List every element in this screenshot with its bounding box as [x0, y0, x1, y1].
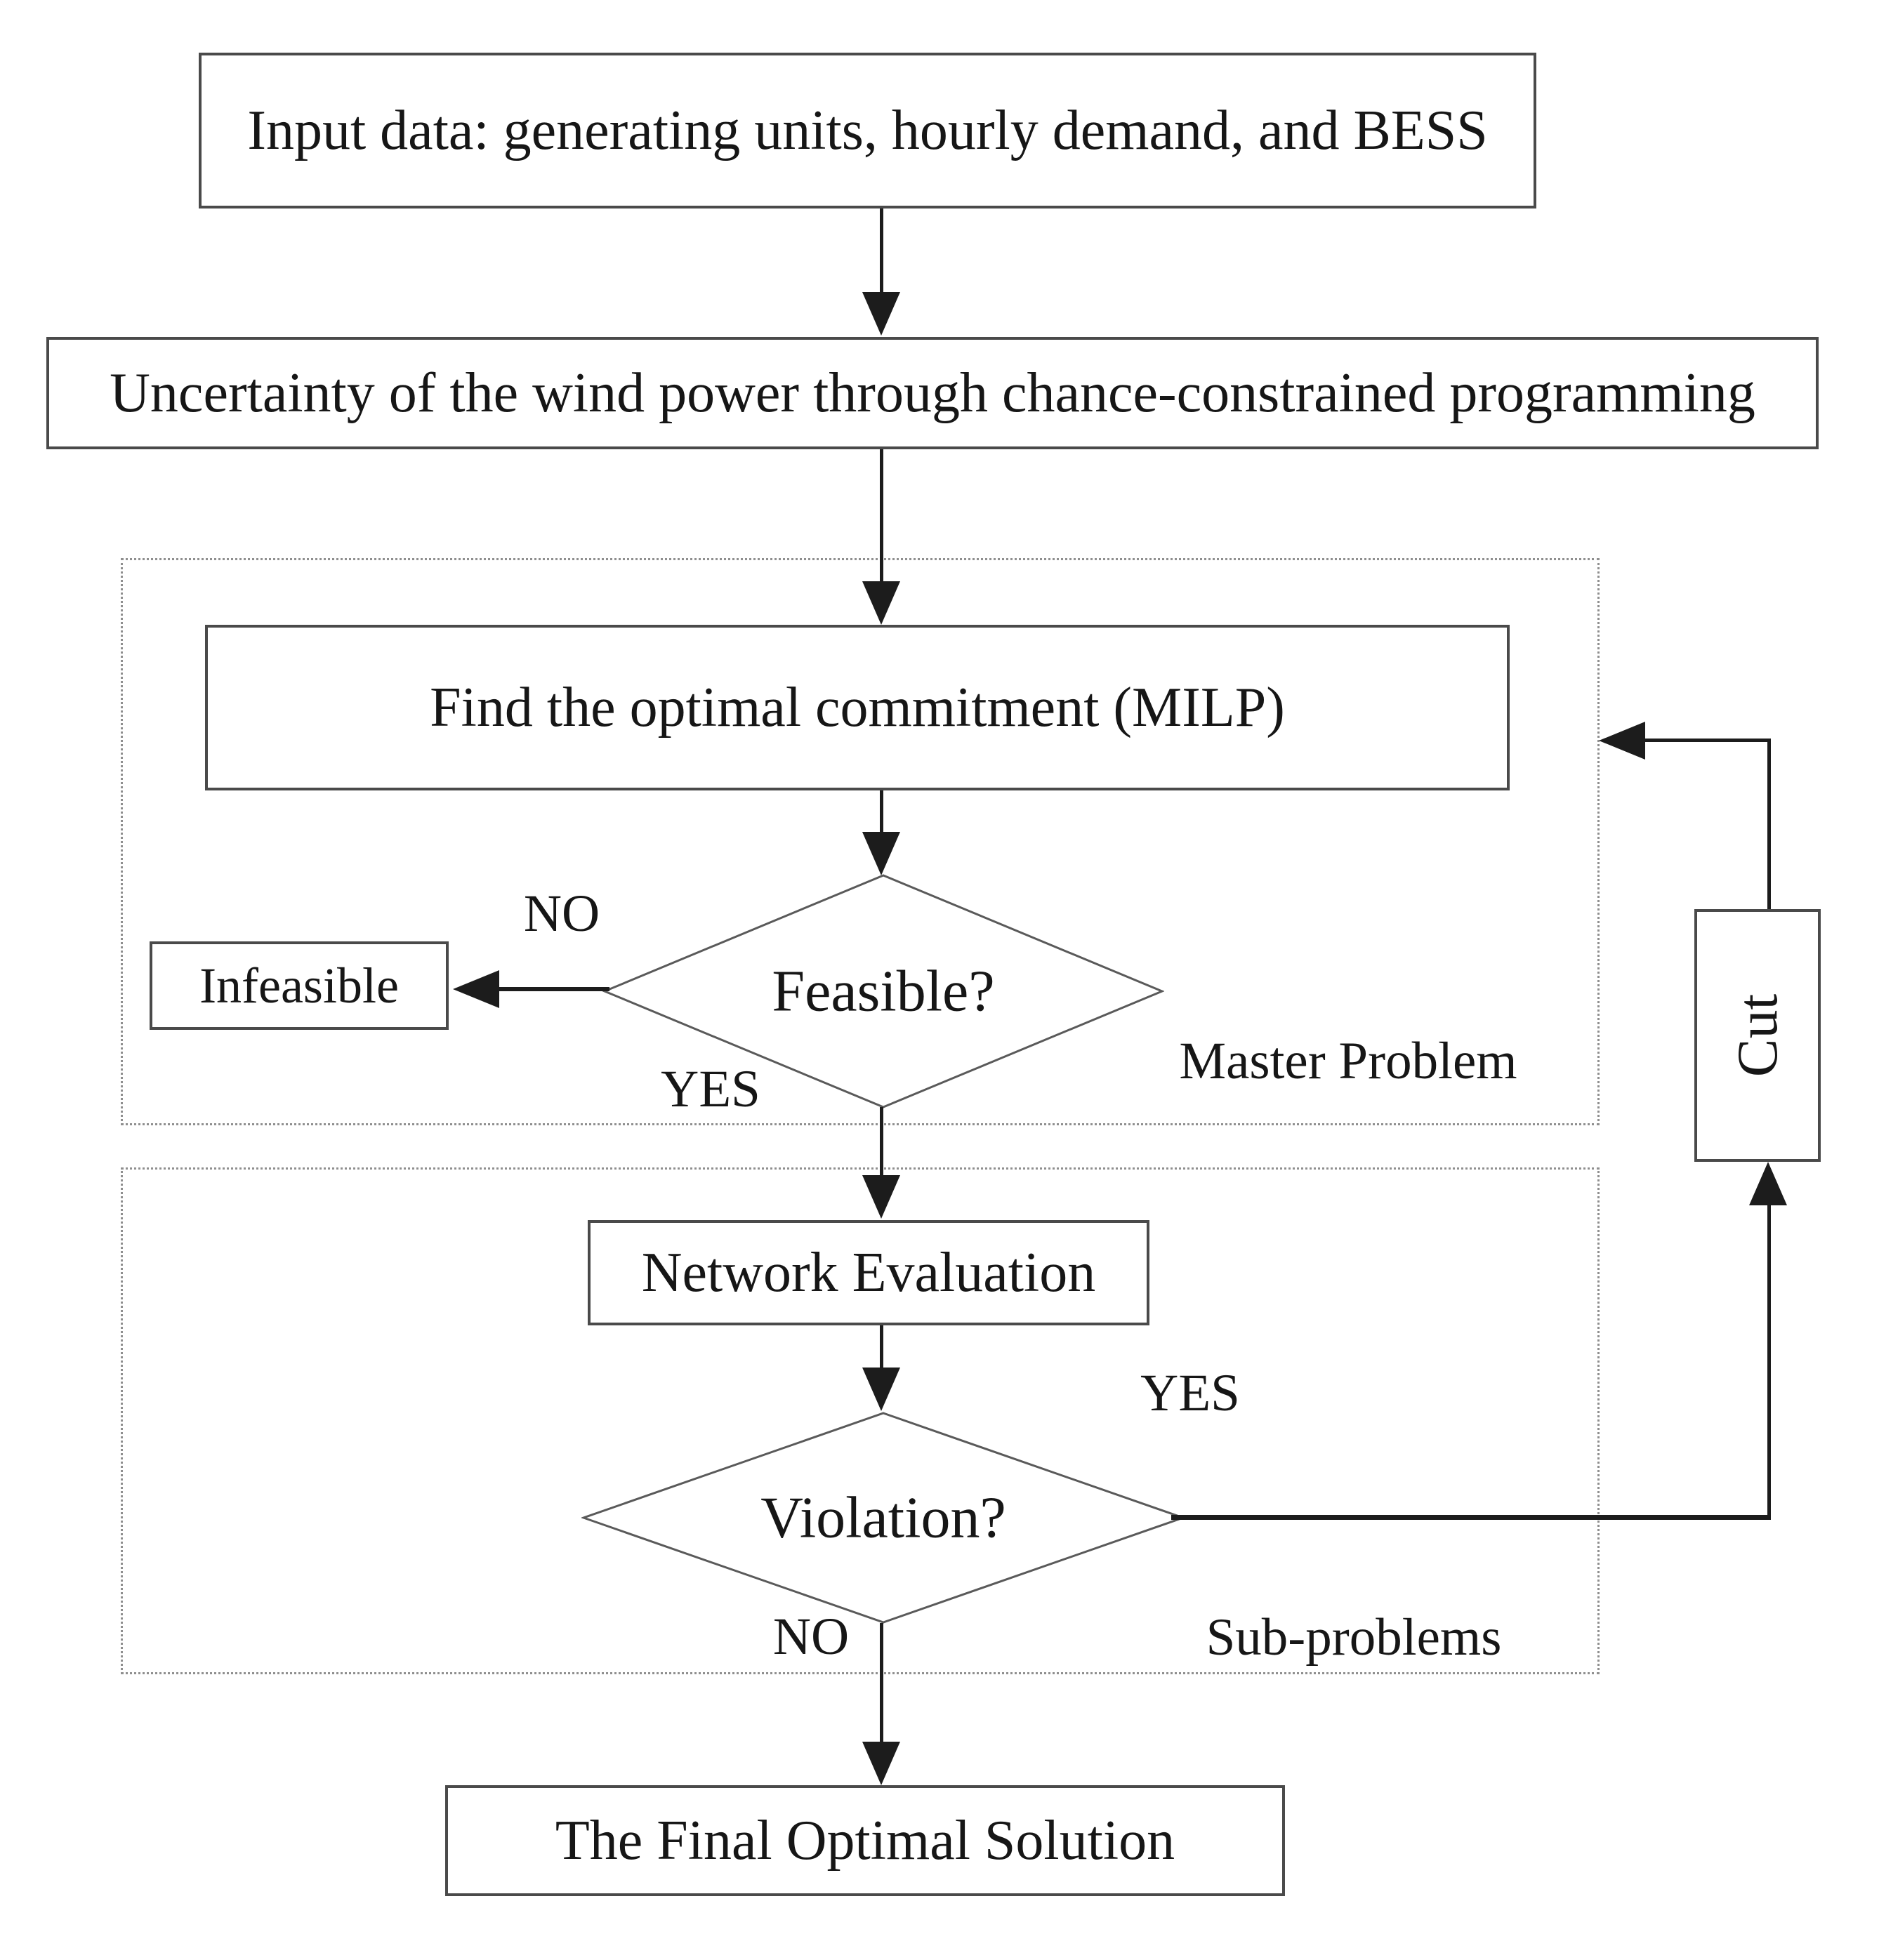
milp-label: Find the optimal commitment (MILP) — [430, 677, 1285, 739]
cut-label: Cut — [1725, 993, 1789, 1078]
input-data-box: Input data: generating units, hourly dem… — [199, 53, 1536, 208]
milp-box: Find the optimal commitment (MILP) — [205, 625, 1510, 790]
arrowhead-input-to-uncertainty — [862, 292, 900, 336]
final-solution-label: The Final Optimal Solution — [555, 1810, 1175, 1872]
violation-no-label: NO — [772, 1608, 850, 1666]
uncertainty-label: Uncertainty of the wind power through ch… — [110, 362, 1755, 424]
arrow-uncertainty-to-milp — [880, 449, 883, 584]
master-problem-region — [121, 558, 1600, 1125]
arrow-feasible-to-network — [880, 1107, 883, 1178]
input-data-label: Input data: generating units, hourly dem… — [247, 100, 1488, 161]
infeasible-label: Infeasible — [199, 957, 399, 1014]
network-evaluation-box: Network Evaluation — [588, 1220, 1149, 1325]
arrowhead-network-to-violation — [862, 1368, 900, 1411]
violation-yes-label: YES — [1140, 1364, 1240, 1422]
arrowhead-cut-feedback — [1599, 722, 1645, 760]
arrowhead-feasible-to-network — [862, 1175, 900, 1219]
master-problem-label: Master Problem — [1179, 1032, 1517, 1090]
feasible-no-label: NO — [523, 885, 600, 943]
arrow-cut-up-vertical — [1767, 740, 1771, 909]
arrowhead-feasible-no — [453, 970, 499, 1008]
arrowhead-into-cut — [1749, 1162, 1787, 1205]
arrowhead-violation-to-final — [862, 1742, 900, 1785]
arrow-input-to-uncertainty — [880, 208, 883, 295]
sub-problems-region — [121, 1167, 1600, 1674]
sub-problems-label: Sub-problems — [1206, 1608, 1502, 1667]
cut-box: Cut — [1694, 909, 1821, 1162]
feasible-label: Feasible? — [772, 958, 995, 1024]
violation-label: Violation? — [760, 1485, 1006, 1551]
network-evaluation-label: Network Evaluation — [641, 1242, 1096, 1304]
arrow-violation-yes-horizontal — [1171, 1515, 1771, 1520]
arrow-feasible-no-line — [497, 987, 609, 991]
infeasible-box: Infeasible — [150, 941, 449, 1030]
arrow-violation-yes-vertical — [1767, 1203, 1771, 1520]
feasible-yes-label: YES — [661, 1060, 760, 1118]
arrow-network-to-violation — [880, 1325, 883, 1370]
arrow-violation-to-final — [880, 1623, 883, 1744]
feasible-diamond — [602, 874, 1164, 1108]
arrow-milp-to-feasible — [880, 790, 883, 835]
arrow-cut-feedback-horizontal — [1643, 739, 1771, 742]
uncertainty-box: Uncertainty of the wind power through ch… — [46, 337, 1819, 449]
final-solution-box: The Final Optimal Solution — [445, 1785, 1285, 1896]
arrowhead-milp-to-feasible — [862, 832, 900, 875]
violation-diamond — [581, 1412, 1185, 1624]
arrowhead-uncertainty-to-milp — [862, 581, 900, 625]
